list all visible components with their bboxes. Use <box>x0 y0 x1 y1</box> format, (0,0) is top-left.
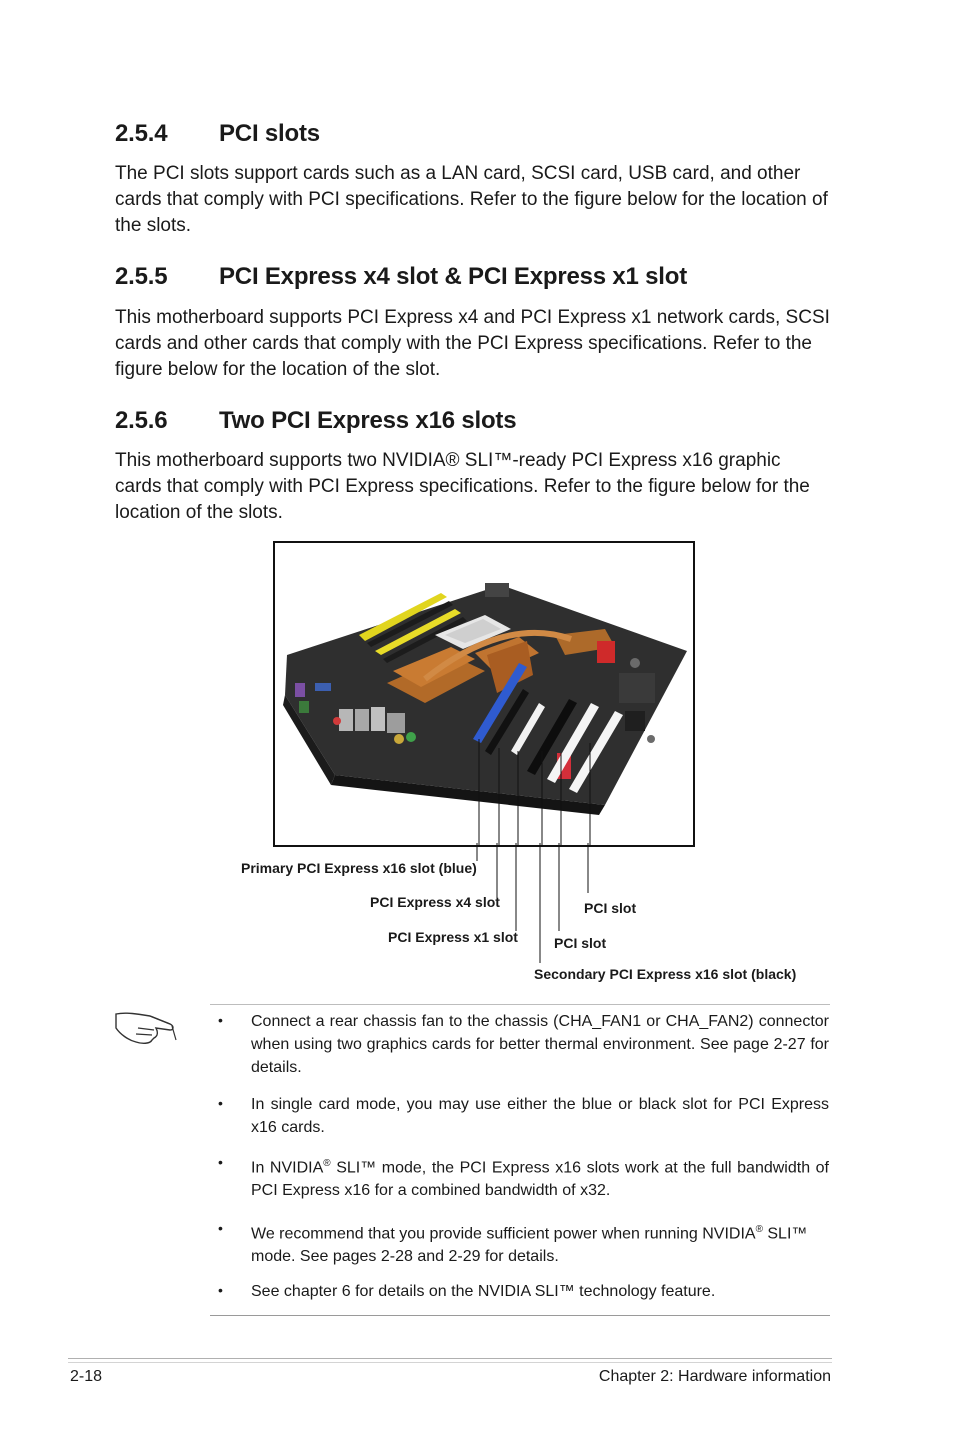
note-bullet: • <box>218 1095 223 1111</box>
footer-divider <box>68 1358 832 1363</box>
chapter-title: Chapter 2: Hardware information <box>598 1368 831 1385</box>
note-item: We recommend that you provide sufficient… <box>251 1218 829 1268</box>
callout-x4: PCI Express x4 slot <box>370 894 500 910</box>
note-bullet: • <box>218 1220 223 1236</box>
section-title: PCI Express x4 slot & PCI Express x1 slo… <box>219 263 688 290</box>
motherboard-photo <box>283 583 687 845</box>
callout-leader-lines <box>476 843 589 963</box>
callout-primary-x16: Primary PCI Express x16 slot (blue) <box>241 860 477 876</box>
callout-secondary-x16: Secondary PCI Express x16 slot (black) <box>534 966 797 982</box>
note-item: See chapter 6 for details on the NVIDIA … <box>251 1283 716 1300</box>
callout-x1: PCI Express x1 slot <box>388 929 518 945</box>
callout-pci-slot: PCI slot <box>584 900 637 916</box>
note-text: SLI™ mode, the PCI Express x16 slots wor… <box>251 1159 829 1200</box>
section-heading: 2.5.4 PCI slots <box>115 120 835 150</box>
registered-mark: ® <box>755 1224 763 1235</box>
section-body: This motherboard supports two NVIDIA® SL… <box>115 450 810 523</box>
note-bullet: • <box>218 1282 223 1298</box>
section-body: This motherboard supports PCI Express x4… <box>115 307 830 380</box>
section-heading: 2.5.5 PCI Express x4 slot & PCI Express … <box>115 263 835 293</box>
registered-mark: ® <box>323 1158 331 1169</box>
motherboard-figure <box>273 541 695 847</box>
section-heading: 2.5.6 Two PCI Express x16 slots <box>115 407 835 437</box>
note-bullet: • <box>218 1012 223 1028</box>
note-item: In NVIDIA® SLI™ mode, the PCI Express x1… <box>251 1152 829 1202</box>
note-text: We recommend that you provide sufficient… <box>251 1225 756 1243</box>
pointing-hand-icon <box>115 1012 177 1045</box>
note-text: In NVIDIA <box>251 1159 324 1177</box>
section-body: The PCI slots support cards such as a LA… <box>115 163 828 236</box>
section-title: Two PCI Express x16 slots <box>219 407 517 434</box>
note-item: Connect a rear chassis fan to the chassi… <box>251 1013 829 1076</box>
section-number: 2.5.4 <box>115 120 168 147</box>
note-item: In single card mode, you may use either … <box>251 1096 829 1136</box>
note-bullet: • <box>218 1154 223 1170</box>
section-number: 2.5.6 <box>115 407 168 434</box>
section-number: 2.5.5 <box>115 263 168 290</box>
note-box <box>210 1004 830 1316</box>
section-title: PCI slots <box>219 120 320 147</box>
callout-pci-slot: PCI slot <box>554 935 607 951</box>
page-number: 2-18 <box>70 1368 103 1385</box>
note-text: SLI™ mode. See pages 2-28 and 2-29 for d… <box>251 1225 808 1266</box>
